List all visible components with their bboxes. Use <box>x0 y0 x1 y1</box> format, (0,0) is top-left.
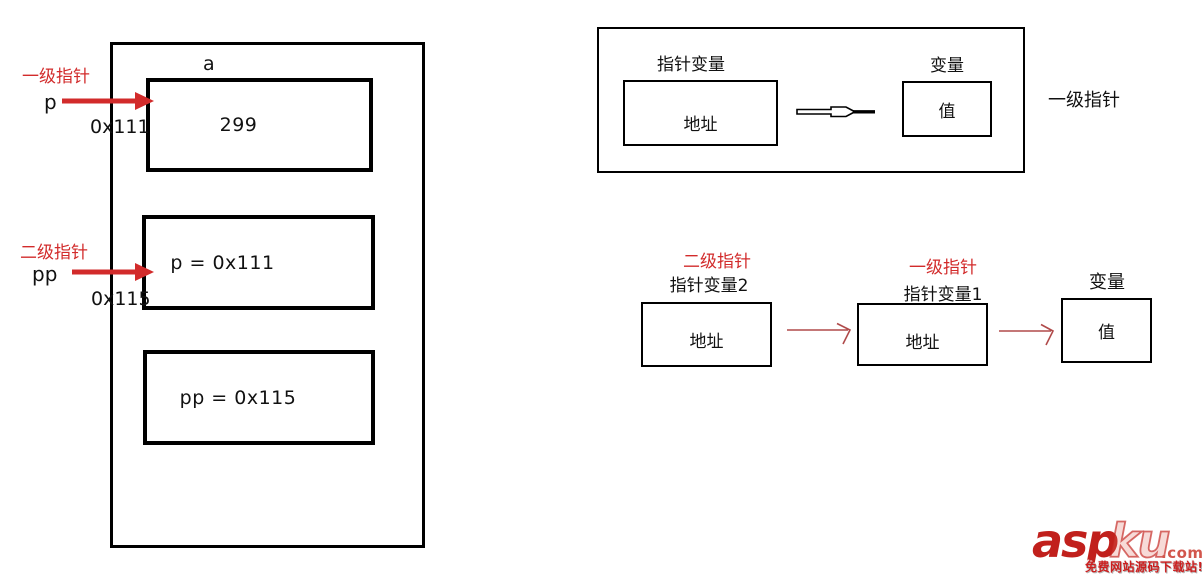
double-level-arrow2-icon <box>999 323 1055 346</box>
watermark-domain-suffix: .com <box>1161 544 1202 562</box>
pointer-pp-name: pp <box>32 262 58 286</box>
memory-cell-a: 299 <box>146 78 373 172</box>
node3-value: 值 <box>1098 323 1115 343</box>
watermark-brand-bold: asp <box>1032 514 1119 568</box>
single-level-pointer-box: 地址 <box>623 80 778 146</box>
single-level-pointer-value: 地址 <box>683 115 718 135</box>
single-level-pointer-title: 指针变量 <box>657 55 725 75</box>
pointer-p-level-label: 一级指针 <box>22 67 90 87</box>
memory-cell-p-value: p = 0x111 <box>170 251 275 274</box>
memory-block-label: a <box>203 53 215 75</box>
memory-cell-p: p = 0x111 <box>142 215 375 310</box>
node2-box: 地址 <box>857 303 988 366</box>
pointer-pp-address: 0x115 <box>91 288 151 310</box>
node3-box: 值 <box>1061 298 1152 363</box>
node2-level-label: 一级指针 <box>909 258 977 278</box>
node1-level-label: 二级指针 <box>683 252 751 272</box>
watermark-brand-light: ku <box>1108 514 1171 568</box>
pointer-pp-level-label: 二级指针 <box>20 243 88 263</box>
pointer-p-name: p <box>44 90 57 114</box>
node1-title: 指针变量2 <box>669 276 749 296</box>
single-level-var-box: 值 <box>902 81 992 137</box>
single-level-caption: 一级指针 <box>1048 90 1120 111</box>
node1-value: 地址 <box>689 332 724 352</box>
pointer-p-address: 0x111 <box>90 116 150 138</box>
watermark-tagline: 免费网站源码下载站! <box>1085 560 1202 574</box>
memory-cell-a-value: 299 <box>219 114 258 136</box>
node2-value: 地址 <box>905 333 940 353</box>
single-level-var-value: 值 <box>938 101 956 122</box>
double-level-arrow1-icon <box>787 322 852 345</box>
node3-title: 变量 <box>1089 272 1125 293</box>
single-level-var-title: 变量 <box>930 56 964 76</box>
memory-cell-pp: pp = 0x115 <box>143 350 375 445</box>
node1-box: 地址 <box>641 302 772 367</box>
memory-cell-pp-value: pp = 0x115 <box>179 386 297 409</box>
node2-title: 指针变量1 <box>903 285 983 305</box>
